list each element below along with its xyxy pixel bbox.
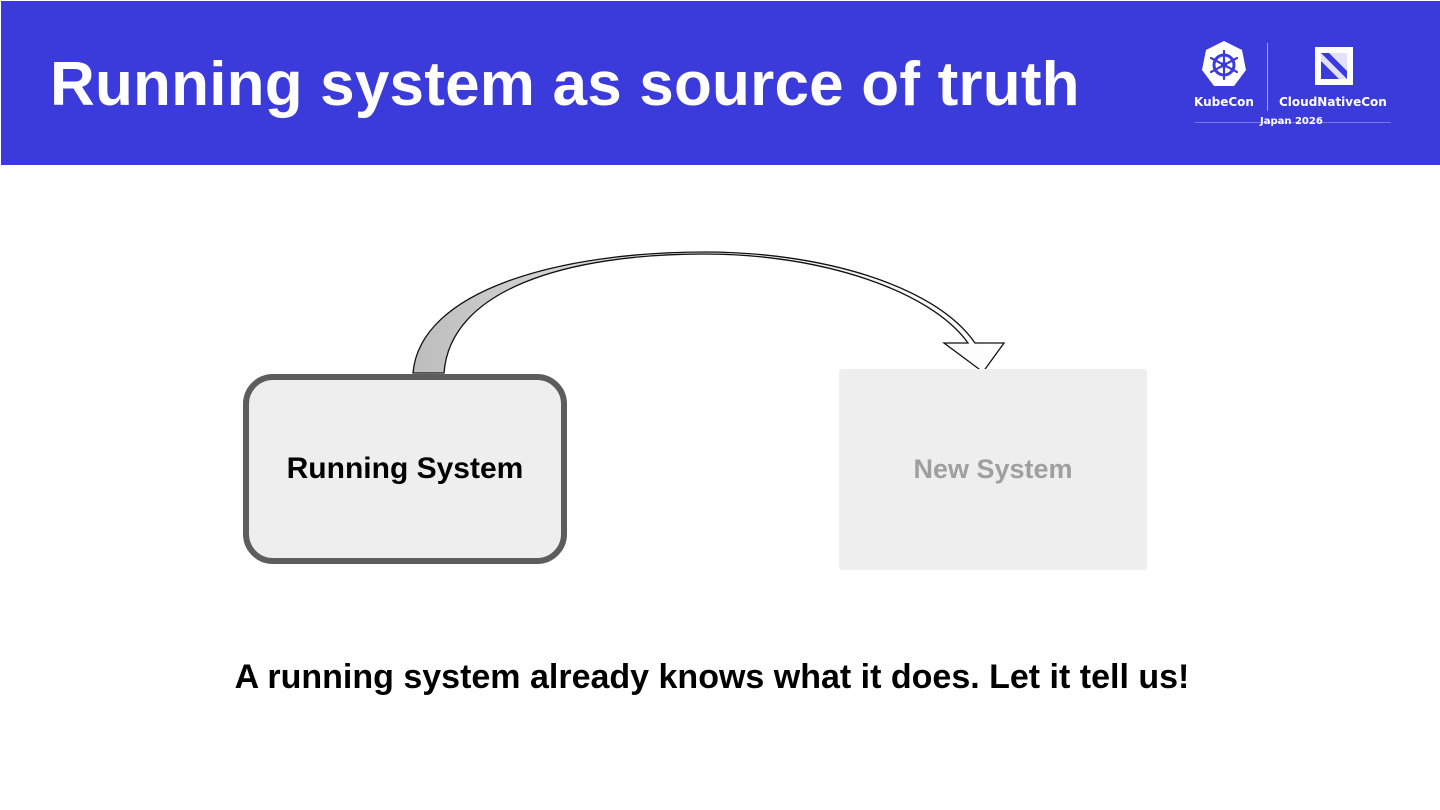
kubecon-cloudnativecon-logo: KubeCon CloudNativeCon Japan 2026 xyxy=(1187,37,1399,133)
running-system-label: Running System xyxy=(286,452,524,485)
logo-graphics xyxy=(1202,41,1353,86)
slide-caption: A running system already knows what it d… xyxy=(234,658,1190,696)
header-band: Running system as source of truth xyxy=(1,1,1440,165)
cloudnativecon-wordmark: CloudNativeCon xyxy=(1279,95,1387,109)
new-system-label: New System xyxy=(913,454,1073,484)
event-label: Japan 2026 xyxy=(1260,116,1323,127)
curved-arrow xyxy=(412,251,1006,374)
cloudnativecon-square-icon xyxy=(1315,47,1353,85)
kubernetes-helm-icon xyxy=(1202,41,1246,86)
running-system-node: Running System xyxy=(243,374,567,564)
logo-underline xyxy=(1195,122,1391,123)
slide-title: Running system as source of truth xyxy=(50,50,1080,119)
logo-divider xyxy=(1267,43,1268,111)
kubecon-wordmark: KubeCon xyxy=(1194,95,1254,109)
new-system-node: New System xyxy=(839,369,1147,570)
